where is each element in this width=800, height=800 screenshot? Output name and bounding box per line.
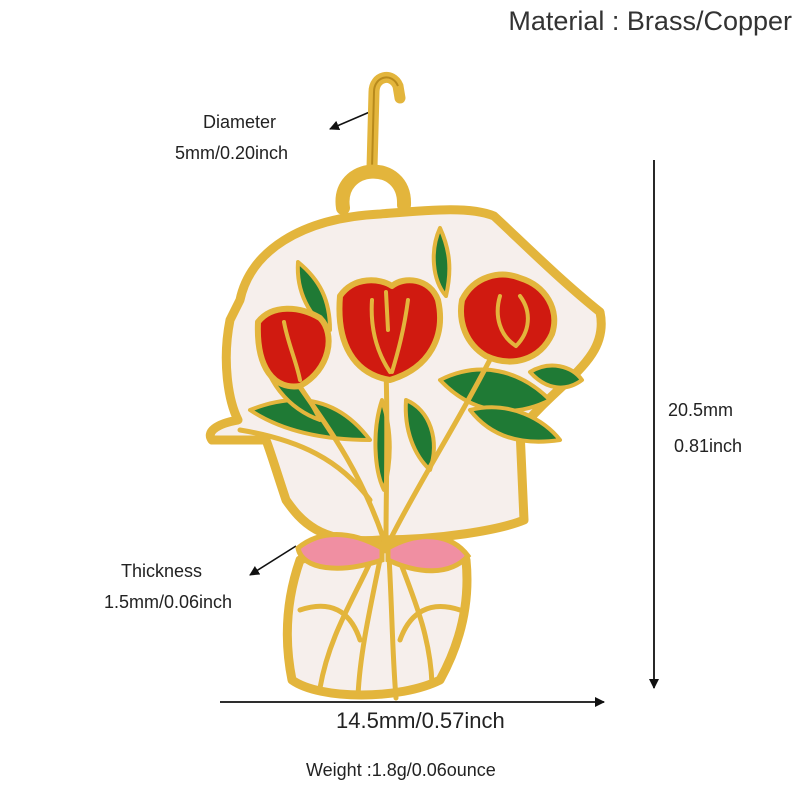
tulip-details (282, 290, 530, 382)
thickness-value: 1.5mm/0.06inch (104, 592, 233, 612)
leaf-icon (468, 405, 562, 444)
diameter-arrow (329, 110, 373, 131)
diameter-label: Diameter (203, 112, 277, 132)
height-mm-value: 20.5mm (668, 400, 734, 420)
height-inch-value: 0.81inch (674, 436, 743, 456)
jump-ring-icon (366, 72, 406, 174)
leaf-icon (431, 226, 452, 298)
bow-left-icon (295, 532, 385, 571)
width-value: 14.5mm/0.57inch (336, 708, 505, 733)
leaf-icon (528, 363, 584, 390)
thickness-label: Thickness (121, 561, 203, 581)
diameter-value: 5mm/0.20inch (175, 143, 289, 163)
material-label: Material : Brass/Copper (508, 6, 792, 36)
stems (237, 337, 503, 543)
tulip-right-icon (458, 271, 558, 365)
bow-right-icon (385, 534, 472, 574)
tulip-left-icon (254, 305, 332, 390)
bail-loop-icon (335, 164, 411, 215)
weight-label: Weight :1.8g/0.06ounce (306, 760, 496, 780)
thickness-arrow (249, 545, 297, 576)
